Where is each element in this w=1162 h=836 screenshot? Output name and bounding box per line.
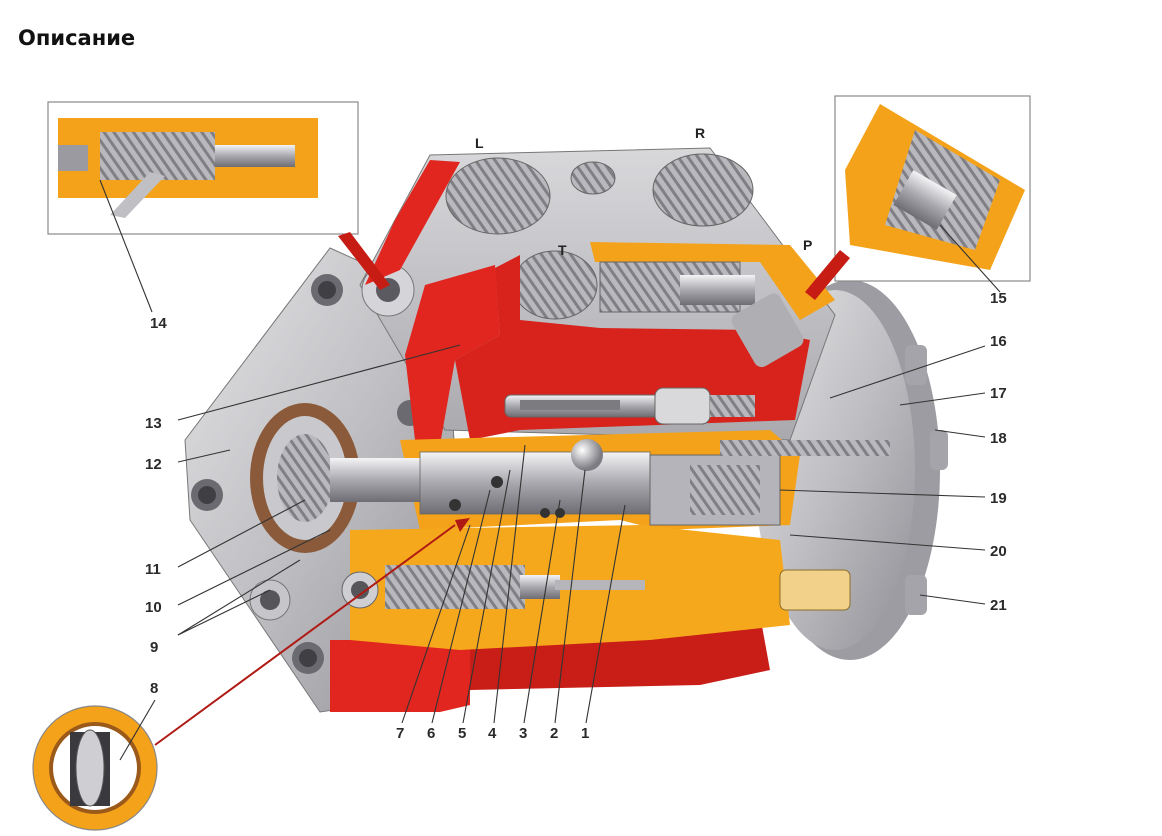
relief-valve-top: [599, 261, 804, 368]
drive-shaft: [250, 403, 651, 553]
callout-14: 14: [150, 315, 167, 332]
callout-9: 9: [150, 639, 158, 656]
callout-labels: 1 2 3 4 5 6 7 8 9 10 11 12 13 14 15 16 1…: [145, 290, 1007, 742]
callout-4: 4: [488, 725, 497, 742]
tie-bolt: [720, 440, 890, 456]
leader-lines: [99, 179, 1001, 761]
callout-20: 20: [990, 543, 1007, 560]
callout-5: 5: [458, 725, 466, 742]
callout-3: 3: [519, 725, 527, 742]
callout-21: 21: [990, 597, 1007, 614]
port-label-t: T: [558, 242, 567, 258]
detail-pointers: [154, 232, 850, 746]
callout-12: 12: [145, 456, 162, 473]
callout-2: 2: [550, 725, 558, 742]
callout-10: 10: [145, 599, 162, 616]
callout-19: 19: [990, 490, 1007, 507]
inset-detail-15: [834, 95, 1031, 282]
port-label-l: L: [475, 135, 484, 151]
port-label-r: R: [695, 125, 705, 141]
callout-18: 18: [990, 430, 1007, 447]
upper-spool: [504, 387, 755, 425]
callout-16: 16: [990, 333, 1007, 350]
inset-detail-14: [47, 101, 359, 235]
callout-1: 1: [581, 725, 589, 742]
rotor-group: [649, 440, 890, 611]
callout-6: 6: [427, 725, 435, 742]
callout-13: 13: [145, 415, 162, 432]
relief-valve-bottom: [341, 565, 645, 609]
callout-8: 8: [150, 680, 158, 697]
port-label-p: P: [803, 237, 812, 253]
callout-7: 7: [396, 725, 404, 742]
callout-15: 15: [990, 290, 1007, 307]
page-title: Описание: [18, 26, 136, 50]
callout-17: 17: [990, 385, 1007, 402]
callout-11: 11: [145, 561, 161, 578]
inset-detail-8: [32, 705, 158, 831]
ball-valve: [571, 439, 603, 471]
